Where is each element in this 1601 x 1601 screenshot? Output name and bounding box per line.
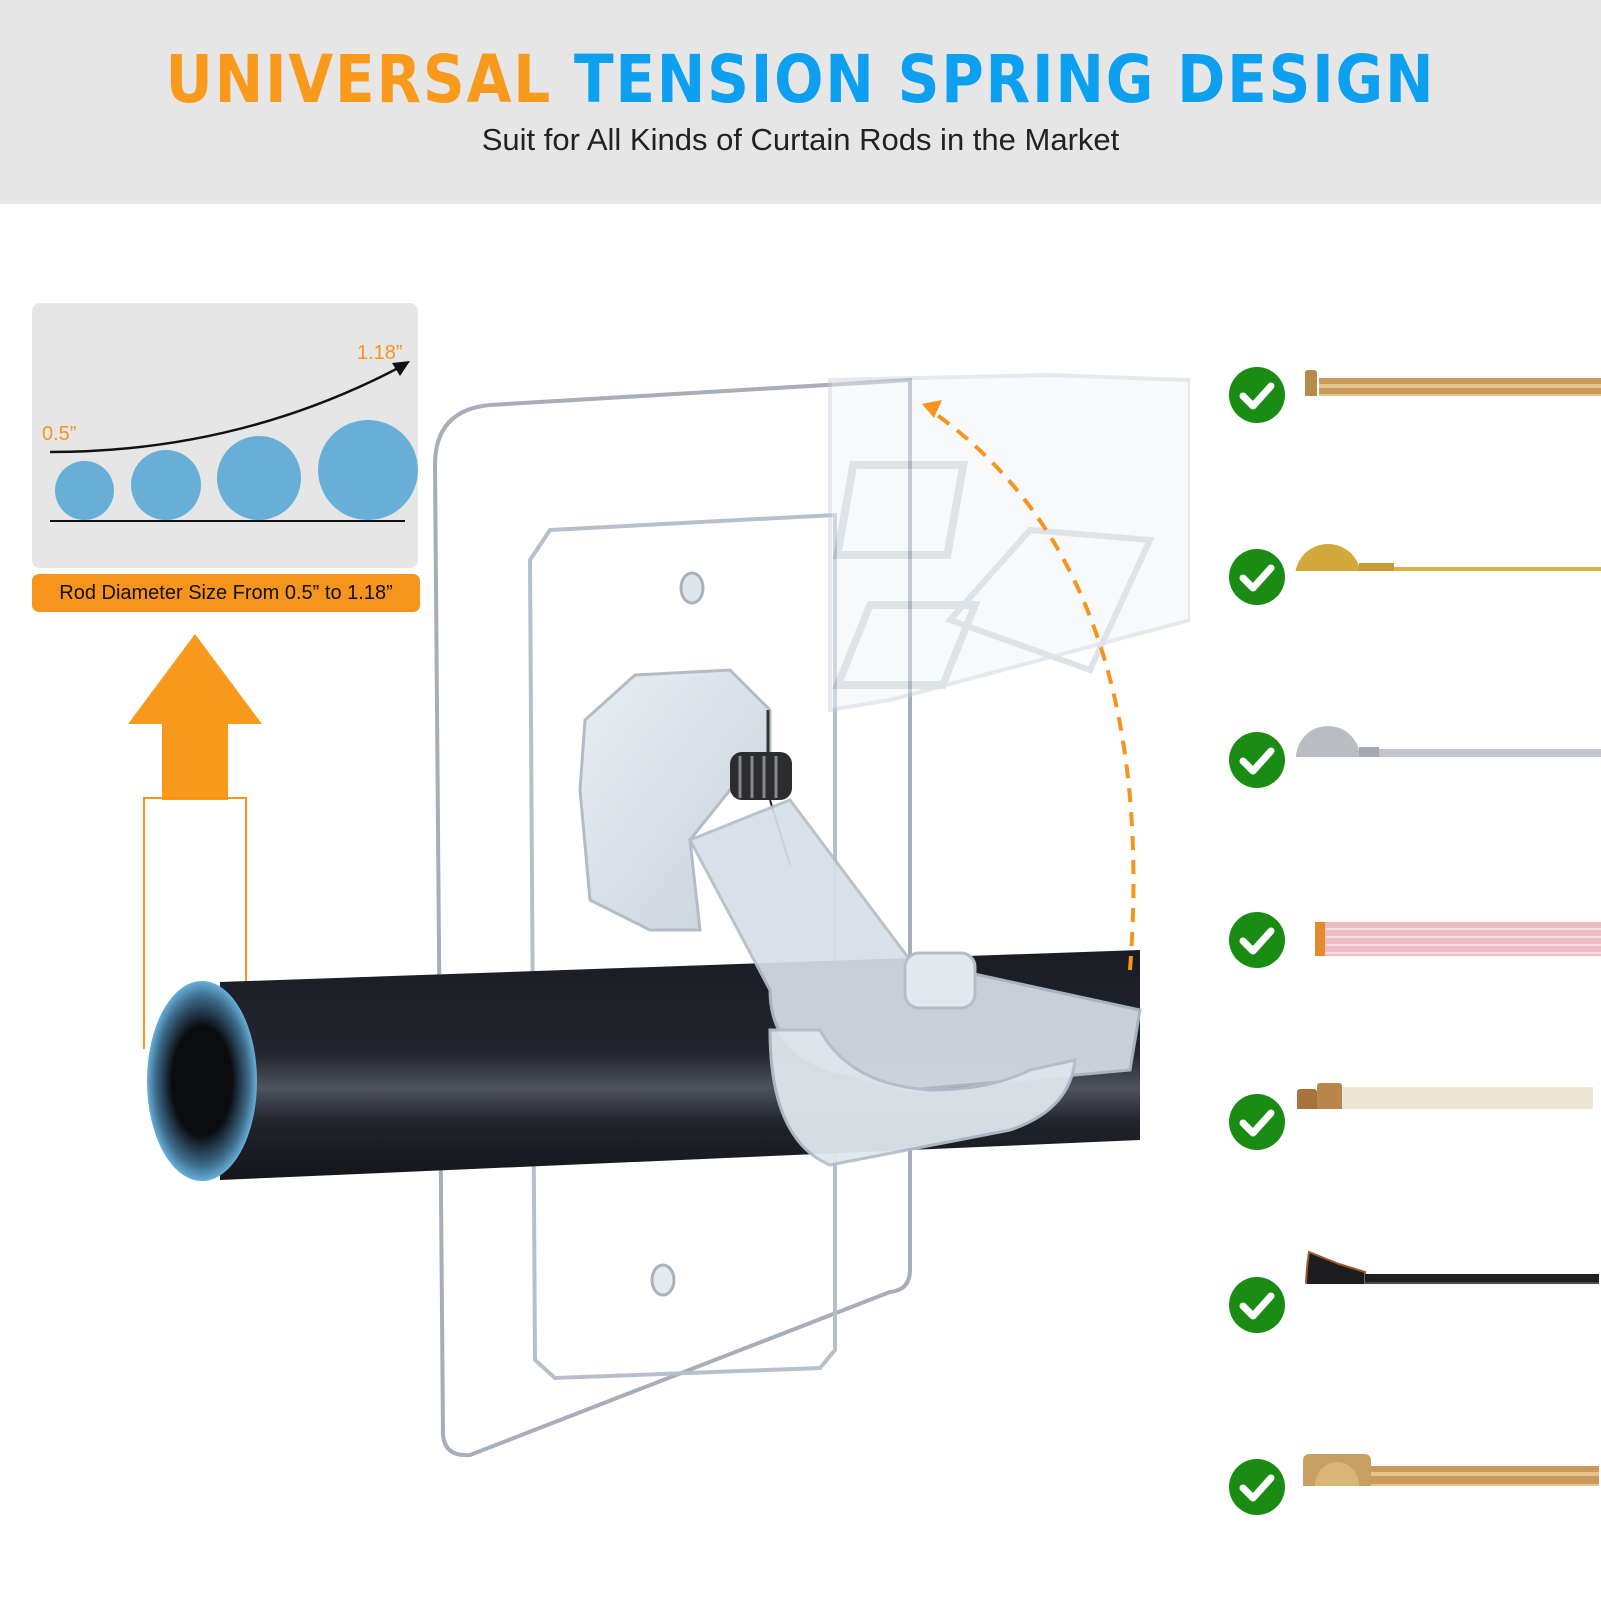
rod-diameter-badge: Rod Diameter Size From 0.5” to 1.18” <box>32 574 420 612</box>
check-icon <box>1229 732 1285 788</box>
black-bell-finial-rod-image <box>1305 1250 1599 1284</box>
orange-up-arrow-icon <box>128 634 262 800</box>
rod-item-gold-ball-finial <box>1225 542 1601 612</box>
gold-ornate-fluted-rod-image <box>1303 1454 1599 1486</box>
pink-fluted-rod-image <box>1315 922 1601 956</box>
diameter-circle-2 <box>131 450 201 520</box>
subtitle: Suit for All Kinds of Curtain Rods in th… <box>481 122 1120 157</box>
diameter-circle-1 <box>55 461 114 520</box>
check-icon <box>1229 1094 1285 1150</box>
header-banner: UNIVERSAL TENSION SPRING DESIGN Suit for… <box>0 0 1601 204</box>
check-icon <box>1229 549 1285 605</box>
rod-item-silver-ball-finial <box>1225 725 1601 795</box>
page-title: UNIVERSAL TENSION SPRING DESIGN <box>96 40 1505 120</box>
diameter-circle-4 <box>318 420 418 520</box>
size-growth-arrow-icon <box>49 361 410 454</box>
silver-ball-finial-rod-image <box>1296 726 1601 757</box>
title-word-tension-spring-design: TENSION SPRING DESIGN <box>573 41 1436 118</box>
check-icon <box>1229 367 1285 423</box>
gold-ball-finial-rod-image <box>1295 544 1601 571</box>
check-icon <box>1229 912 1285 968</box>
min-diameter-label: 0.5” <box>42 423 77 445</box>
tension-spring-holder-illustration <box>147 372 1190 1458</box>
rod-highlight-frame <box>143 797 247 1049</box>
check-icon <box>1229 1277 1285 1333</box>
cream-patterned-rod-image <box>1297 1083 1593 1109</box>
rod-item-cream-patterned <box>1225 1083 1601 1157</box>
diameter-circle-3 <box>217 436 301 520</box>
rod-item-black-bell-finial <box>1225 1250 1601 1340</box>
baseline-divider <box>50 520 405 522</box>
rod-item-gold-ornate-fluted <box>1225 1452 1601 1522</box>
title-word-universal: UNIVERSAL <box>165 41 553 118</box>
max-diameter-label: 1.18” <box>357 342 403 364</box>
rod-item-gold-fluted <box>1225 360 1601 430</box>
gold-fluted-rod-image <box>1305 370 1601 396</box>
check-icon <box>1229 1459 1285 1515</box>
rod-item-pink-fluted <box>1225 905 1601 975</box>
